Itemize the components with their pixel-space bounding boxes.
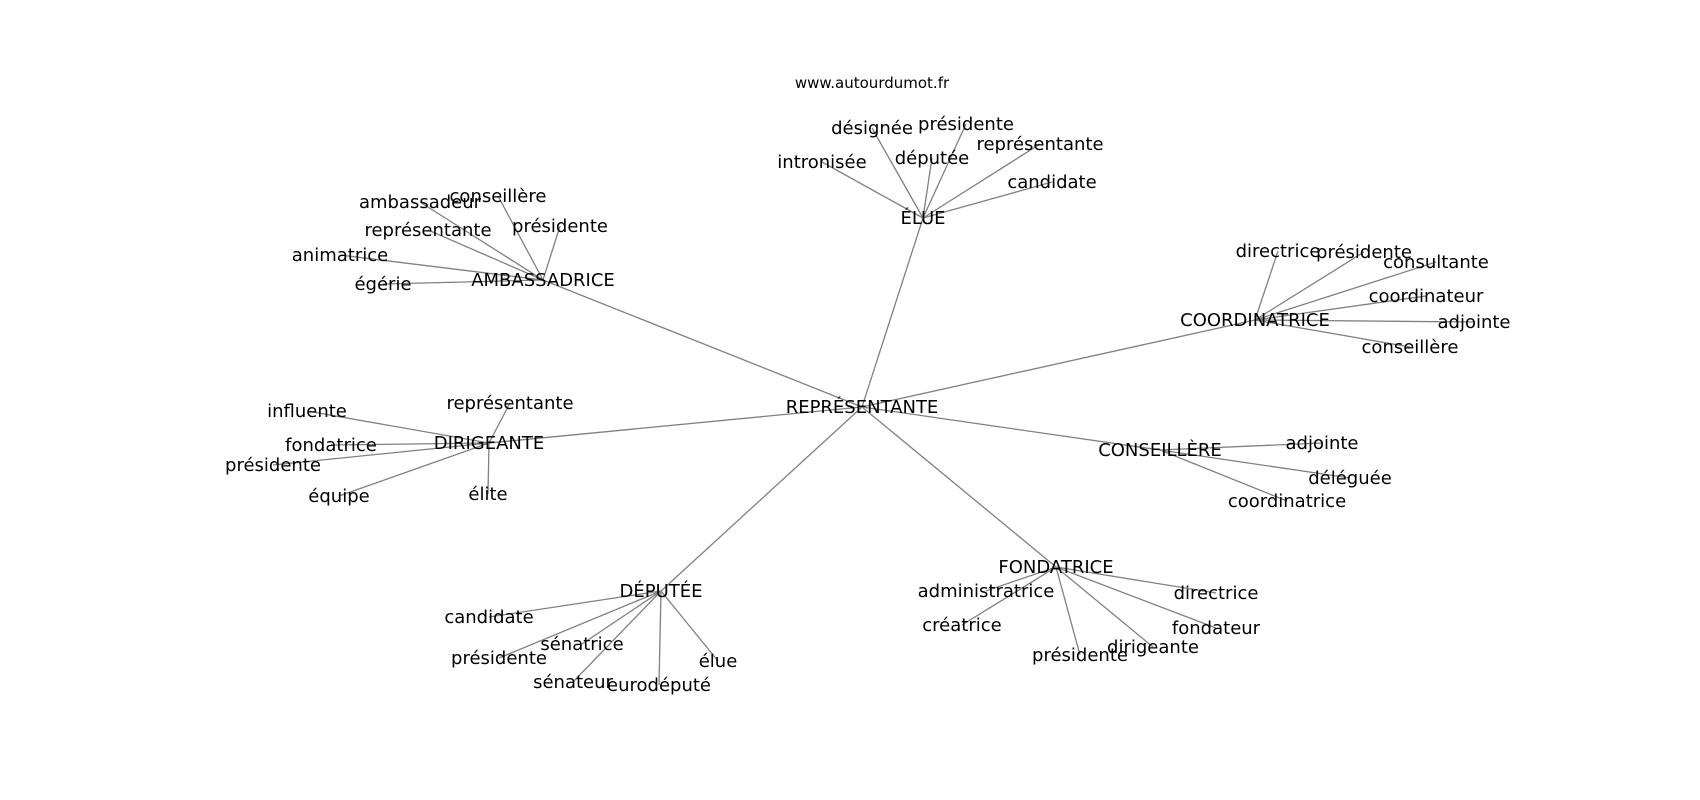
- child-node-label[interactable]: adjointe: [1285, 433, 1358, 454]
- child-node-label[interactable]: fondatrice: [285, 435, 377, 456]
- child-node-label[interactable]: équipe: [308, 486, 369, 507]
- child-node-label[interactable]: égérie: [354, 274, 411, 295]
- child-node-label[interactable]: candidate: [1007, 172, 1096, 193]
- child-node-label[interactable]: présidente: [451, 648, 547, 669]
- child-node-label[interactable]: conseillère: [450, 186, 547, 207]
- cluster-node-label[interactable]: AMBASSADRICE: [471, 270, 615, 291]
- edge-cluster-to-child: [339, 254, 544, 281]
- child-node-label[interactable]: représentante: [364, 220, 491, 241]
- child-node-label[interactable]: représentante: [446, 393, 573, 414]
- edge-cluster-to-child: [306, 410, 490, 444]
- cluster-node-label[interactable]: DIRIGEANTE: [434, 433, 544, 454]
- edge-cluster-to-child: [871, 127, 924, 219]
- center-node-label[interactable]: REPRÉSENTANTE: [786, 396, 939, 418]
- edge-center-to-cluster: [488, 406, 863, 444]
- edge-cluster-to-child: [338, 442, 490, 497]
- child-node-label[interactable]: consultante: [1383, 252, 1489, 273]
- edge-cluster-to-child: [330, 442, 490, 446]
- child-node-label[interactable]: présidente: [918, 114, 1014, 135]
- edge-center-to-cluster: [861, 406, 1161, 451]
- edge-cluster-to-child: [1159, 442, 1323, 451]
- cluster-node-label[interactable]: DÉPUTÉE: [619, 580, 702, 602]
- child-node-label[interactable]: intronisée: [777, 152, 866, 173]
- edge-cluster-to-child: [572, 590, 662, 683]
- edge-cluster-to-child: [658, 590, 662, 686]
- edge-cluster-to-child: [1055, 566, 1217, 594]
- child-node-label[interactable]: coordinatrice: [1228, 491, 1346, 512]
- child-node-label[interactable]: directrice: [1174, 583, 1259, 604]
- edge-cluster-to-child: [922, 181, 1053, 219]
- edge-cluster-to-child: [487, 442, 490, 495]
- child-node-label[interactable]: sénateur: [533, 672, 613, 693]
- child-node-label[interactable]: présidente: [1316, 242, 1412, 263]
- child-node-label[interactable]: ambassadeur: [359, 192, 482, 213]
- child-node-label[interactable]: adjointe: [1437, 312, 1510, 333]
- edge-cluster-to-child: [1254, 250, 1279, 321]
- edge-cluster-to-child: [497, 195, 544, 281]
- child-node-label[interactable]: sénatrice: [540, 634, 623, 655]
- child-node-label[interactable]: directrice: [1236, 241, 1321, 262]
- child-node-label[interactable]: dirigeante: [1107, 637, 1199, 658]
- cluster-node-label[interactable]: CONSEILLÈRE: [1098, 439, 1222, 461]
- edge-cluster-to-child: [1159, 449, 1288, 502]
- child-node-label[interactable]: élite: [468, 484, 507, 505]
- edge-cluster-to-child: [1254, 251, 1365, 321]
- edge-cluster-to-child: [961, 566, 1057, 626]
- cluster-node-label[interactable]: FONDATRICE: [998, 557, 1113, 578]
- edge-cluster-to-child: [488, 402, 511, 444]
- labels-layer: REPRÉSENTANTE ÉLUE intronisée désignée déput…: [225, 114, 1510, 696]
- edge-cluster-to-child: [542, 225, 561, 281]
- child-node-label[interactable]: députée: [895, 148, 970, 169]
- edge-cluster-to-child: [922, 157, 933, 219]
- edge-center-to-cluster: [660, 406, 863, 592]
- child-node-label[interactable]: candidate: [444, 607, 533, 628]
- edge-cluster-to-child: [1055, 566, 1217, 629]
- child-node-label[interactable]: animatrice: [292, 245, 388, 266]
- child-node-label[interactable]: présidente: [1032, 645, 1128, 666]
- child-node-label[interactable]: conseillère: [1362, 337, 1459, 358]
- child-node-label[interactable]: coordinateur: [1369, 286, 1484, 307]
- child-node-label[interactable]: administratrice: [918, 581, 1055, 602]
- child-node-label[interactable]: présidente: [225, 455, 321, 476]
- edge-center-to-cluster: [861, 217, 924, 408]
- edge-cluster-to-child: [821, 161, 924, 219]
- edge-cluster-to-child: [427, 229, 544, 281]
- edge-cluster-to-child: [660, 590, 719, 662]
- edge-center-to-cluster: [861, 319, 1256, 408]
- edge-cluster-to-child: [1055, 566, 1081, 656]
- child-node-label[interactable]: représentante: [976, 134, 1103, 155]
- source-credit: www.autourdumot.fr: [795, 74, 950, 92]
- child-node-label[interactable]: désignée: [831, 118, 913, 139]
- edge-center-to-cluster: [861, 406, 1057, 568]
- edge-cluster-to-child: [581, 590, 662, 645]
- edge-cluster-to-child: [985, 566, 1057, 592]
- child-node-label[interactable]: élue: [699, 651, 738, 672]
- edge-center-to-cluster: [542, 279, 863, 408]
- edge-cluster-to-child: [419, 201, 544, 281]
- edge-cluster-to-child: [1254, 295, 1427, 321]
- child-node-label[interactable]: fondateur: [1172, 618, 1261, 639]
- edge-cluster-to-child: [1254, 319, 1411, 348]
- edge-cluster-to-child: [922, 143, 1041, 219]
- edge-cluster-to-child: [1159, 449, 1351, 479]
- child-node-label[interactable]: créatrice: [922, 615, 1001, 636]
- edge-cluster-to-child: [922, 123, 967, 219]
- edge-cluster-to-child: [498, 590, 662, 659]
- cluster-node-label[interactable]: COORDINATRICE: [1180, 310, 1330, 331]
- cluster-node-label[interactable]: ÉLUE: [900, 207, 945, 229]
- edge-cluster-to-child: [488, 590, 662, 618]
- child-node-label[interactable]: déléguée: [1308, 468, 1392, 489]
- edge-cluster-to-child: [1254, 319, 1475, 323]
- child-node-label[interactable]: eurodéputé: [607, 675, 711, 696]
- edge-cluster-to-child: [272, 442, 490, 466]
- child-node-label[interactable]: influente: [267, 401, 347, 422]
- edge-cluster-to-child: [1254, 261, 1437, 321]
- edge-cluster-to-child: [1055, 566, 1154, 648]
- edge-cluster-to-child: [382, 279, 544, 285]
- child-node-label[interactable]: présidente: [512, 216, 608, 237]
- edges-layer: [272, 123, 1475, 686]
